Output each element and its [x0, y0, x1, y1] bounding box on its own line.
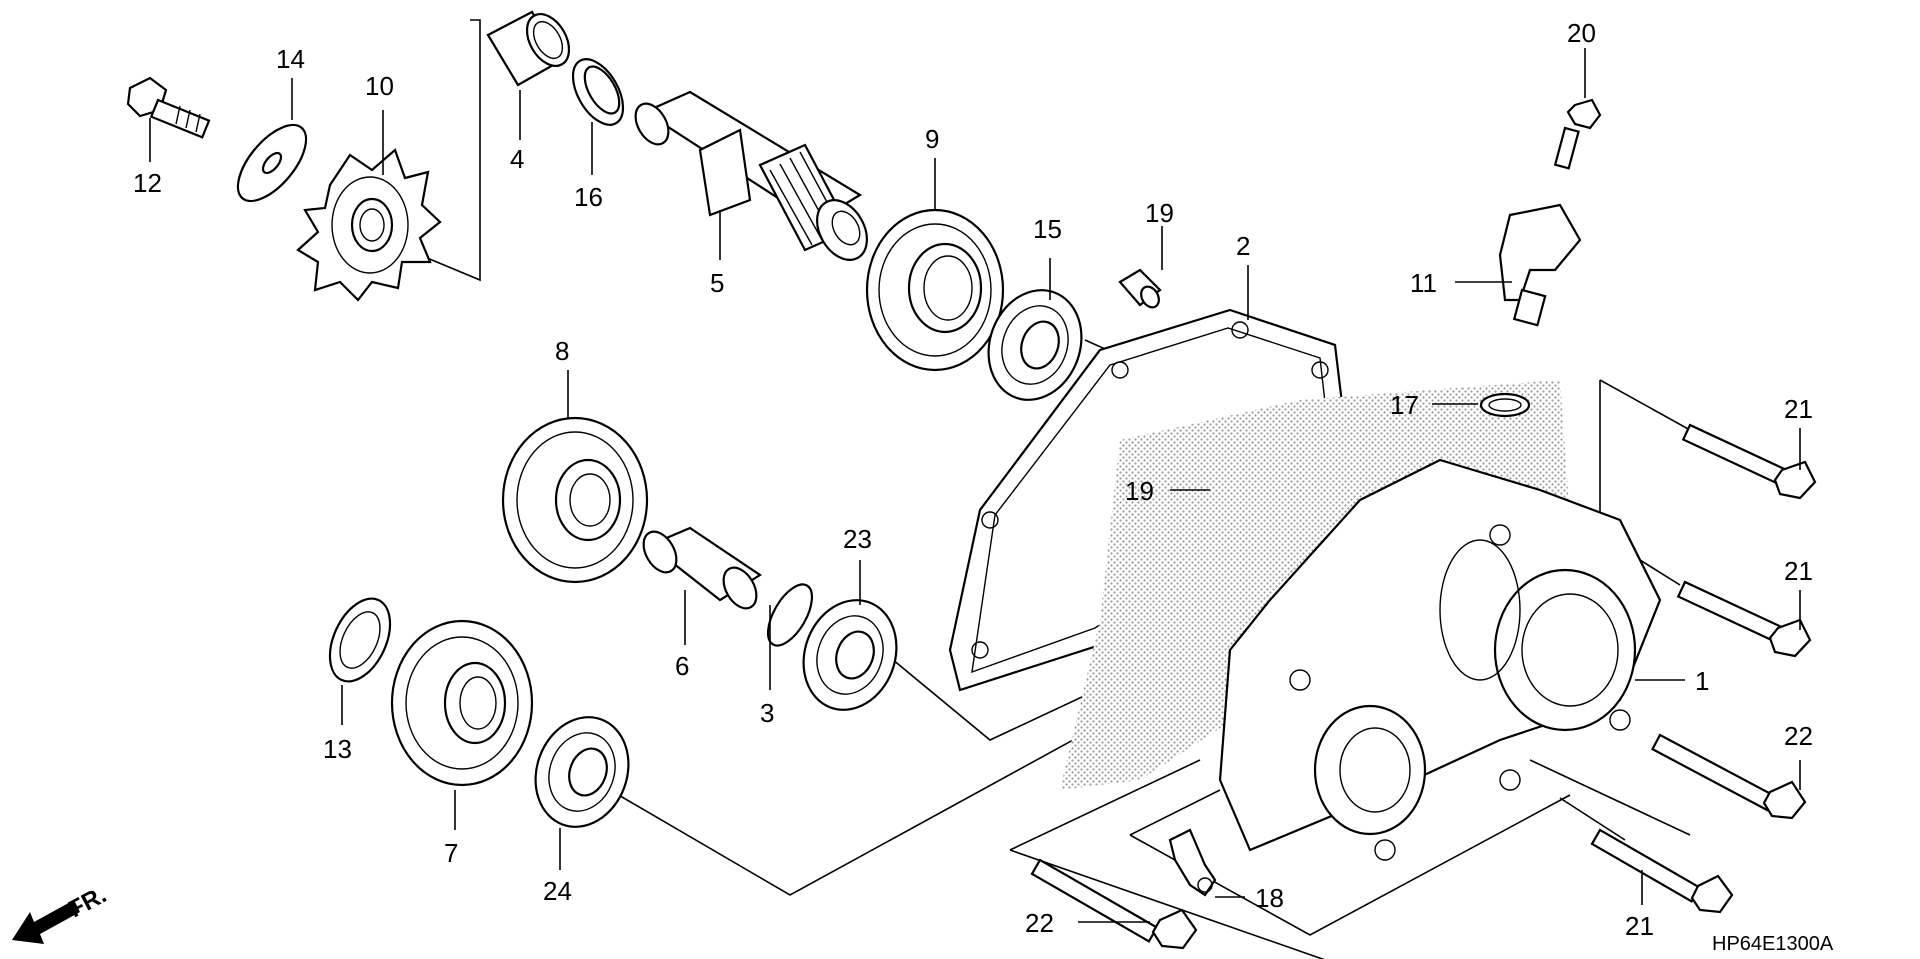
washer-13-icon: [328, 597, 392, 683]
callout-16: 16: [574, 182, 603, 212]
bracket-18-icon: [1168, 828, 1217, 897]
callout-2: 2: [1236, 231, 1250, 261]
callout-6: 6: [675, 651, 689, 681]
callout-4: 4: [510, 144, 524, 174]
callout-8: 8: [555, 336, 569, 366]
bolt-22-left-icon: [1030, 858, 1198, 950]
collar-4-icon: [486, 10, 571, 87]
front-label: FR.: [64, 881, 111, 923]
bolt-21-lower-icon: [1590, 828, 1734, 914]
callout-19-upper: 19: [1145, 198, 1174, 228]
front-direction-marker: FR.: [12, 881, 111, 944]
dowel-19-upper-icon: [1118, 268, 1162, 309]
sensor-11-icon: [1498, 203, 1582, 327]
bearing-23-icon: [802, 599, 898, 711]
callout-1: 1: [1695, 666, 1709, 696]
bearing-15-icon: [987, 289, 1083, 401]
callout-10: 10: [365, 71, 394, 101]
callout-24: 24: [543, 876, 572, 906]
callout-19-lower: 19: [1125, 476, 1154, 506]
callout-22-left: 22: [1025, 908, 1054, 938]
drawing-code: HP64E1300A: [1712, 933, 1834, 955]
callout-20: 20: [1567, 18, 1596, 48]
washer-14-icon: [236, 123, 308, 203]
callout-18: 18: [1255, 883, 1284, 913]
bolt-22-right-icon: [1651, 733, 1807, 820]
bolt-12-icon: [126, 76, 211, 139]
bolt-21-upper-icon: [1681, 423, 1817, 500]
callout-21-lower: 21: [1625, 911, 1654, 941]
callout-12: 12: [133, 168, 162, 198]
callout-leaders: [149, 48, 1801, 923]
callout-11: 11: [1410, 268, 1437, 298]
front-arrow-icon: [12, 900, 80, 944]
sprocket-10-icon: [296, 148, 442, 302]
bolt-21-middle-icon: [1676, 580, 1812, 658]
callout-22-right: 22: [1784, 721, 1813, 751]
callout-13: 13: [323, 734, 352, 764]
callout-14: 14: [276, 44, 305, 74]
callout-21-middle: 21: [1784, 556, 1813, 586]
oil-seal-16-icon: [571, 58, 625, 126]
circlip-3-icon: [766, 583, 814, 647]
shaft-5-icon: [634, 90, 868, 261]
cover-1-icon: [1060, 380, 1662, 861]
callout-21-upper: 21: [1784, 394, 1813, 424]
callout-9: 9: [925, 124, 939, 154]
gear-9-icon: [865, 208, 1005, 372]
callout-labels: 1 2 3 4 5 6 7 8 9 10 11 12 13 14 15 16 1…: [133, 18, 1813, 941]
bolt-20-icon: [1553, 98, 1602, 170]
collar-6-icon: [642, 526, 763, 610]
callout-17: 17: [1390, 390, 1419, 420]
o-ring-17-icon: [1479, 392, 1531, 418]
bearing-24-icon: [534, 716, 630, 828]
gear-8-icon: [501, 416, 649, 584]
callout-7: 7: [444, 838, 458, 868]
callout-15: 15: [1033, 214, 1062, 244]
callout-23: 23: [843, 524, 872, 554]
callout-5: 5: [710, 268, 724, 298]
gear-7-icon: [390, 619, 534, 787]
callout-3: 3: [760, 698, 774, 728]
